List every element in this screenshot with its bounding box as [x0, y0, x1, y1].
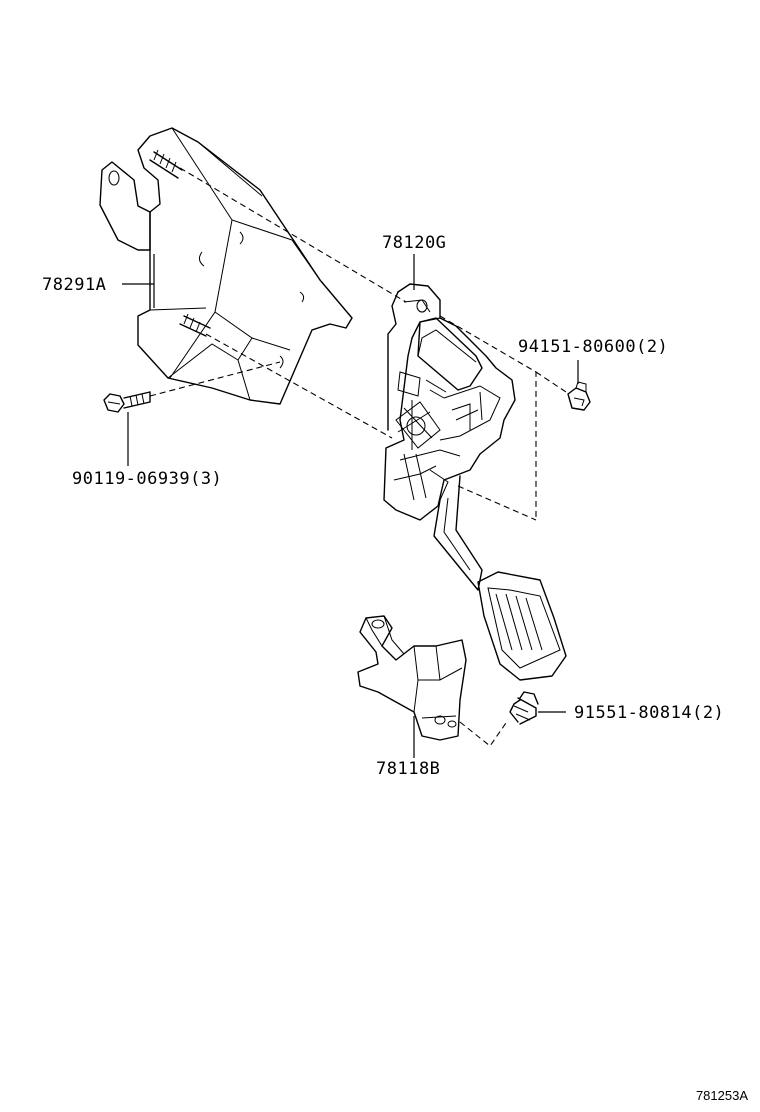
bolt-90119-06939-drawing	[103, 391, 151, 413]
bolt-91551-80814-drawing	[509, 691, 539, 725]
part-label-78291a: 78291A	[42, 275, 106, 295]
part-label-90119-06939: 90119-06939(3)	[72, 469, 222, 489]
leader-lines	[122, 254, 579, 758]
assembly-lines	[149, 167, 567, 747]
part-label-91551-80814: 91551-80814(2)	[574, 703, 724, 723]
bracket-78291a-drawing	[99, 127, 353, 405]
part-label-78120g: 78120G	[382, 233, 446, 253]
accelerator-pedal-78120g-drawing	[383, 283, 567, 681]
nut-94151-80600-drawing	[567, 381, 591, 411]
part-label-78118b: 78118B	[376, 759, 440, 779]
part-label-94151-80600: 94151-80600(2)	[518, 337, 668, 357]
bracket-78118b-drawing	[357, 615, 467, 741]
figure-code: 781253A	[696, 1088, 748, 1103]
